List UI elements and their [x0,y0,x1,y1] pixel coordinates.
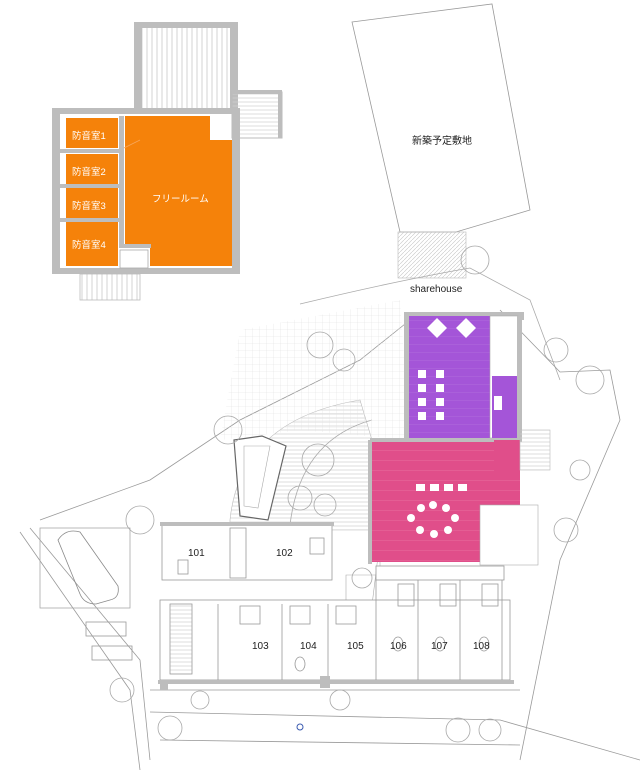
free-room-label: フリールーム [152,194,209,205]
soundproof-room-4-label: 防音室4 [72,240,106,251]
unit-106-label: 106 [390,641,407,652]
courtyard [220,300,410,606]
soundproof-room-2-area [66,154,118,184]
upper-floor-plan [52,22,283,301]
unit-107-label: 107 [431,641,448,652]
soundproof-room-2-label: 防音室2 [72,167,106,178]
unit-102-label: 102 [276,548,293,559]
trees [109,245,605,743]
sharehouse-label: sharehouse [410,284,463,295]
new-site-label: 新築予定敷地 [412,136,472,147]
soundproof-room-1-area [66,118,118,148]
soundproof-room-3-label: 防音室3 [72,201,106,212]
soundproof-room-1-label: 防音室1 [72,131,106,142]
unit-104-label: 104 [300,641,317,652]
utility-marker [296,723,304,731]
soundproof-room-4-area [66,222,118,266]
unit-108-label: 108 [473,641,490,652]
sharehouse-building [368,312,551,566]
ground-floor-units [158,522,514,690]
new-site-area [299,3,561,381]
free-room-area [125,116,232,266]
unit-105-label: 105 [347,641,364,652]
soundproof-room-3-area [66,188,118,218]
unit-101-label: 101 [188,548,205,559]
unit-103-label: 103 [252,641,269,652]
